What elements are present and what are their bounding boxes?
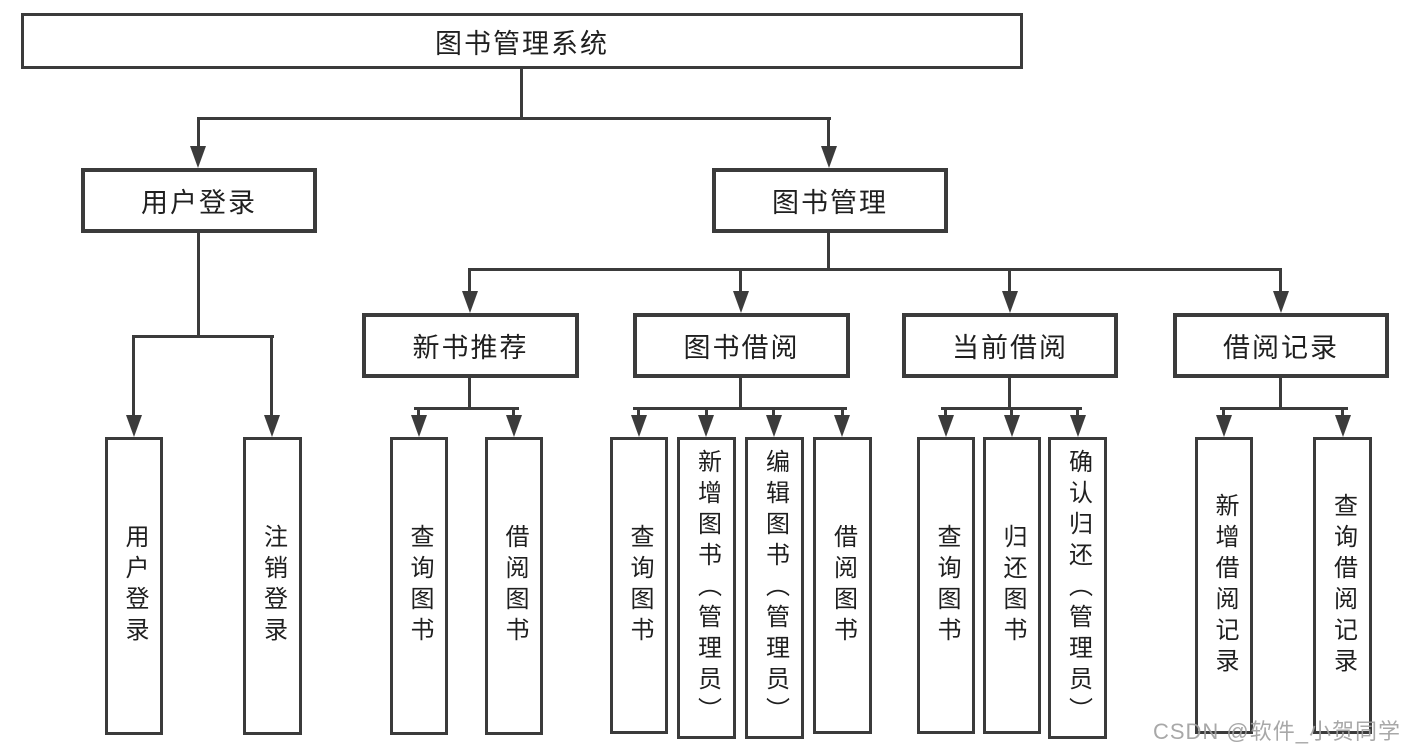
connector-line (132, 335, 135, 417)
connector-line (1220, 407, 1348, 410)
arrow-down-icon (698, 415, 714, 437)
leaf-label: 新增借阅记录 (1211, 492, 1238, 679)
connector-line (739, 268, 742, 294)
leaf-borrow-books-1: 借阅图书 (485, 437, 543, 735)
leaf-query-books-2: 查询图书 (610, 437, 668, 734)
connector-line (1341, 407, 1344, 418)
leaf-label: 查询图书 (406, 524, 433, 648)
leaf-label: 新增图书（管理员） (693, 448, 721, 728)
connector-line (417, 407, 420, 418)
leaf-user-login: 用户登录 (105, 437, 163, 735)
leaf-label: 借阅图书 (829, 523, 857, 648)
arrow-down-icon (462, 291, 478, 313)
leaf-label: 确认归还（管理员） (1064, 448, 1092, 728)
connector-line (468, 268, 1282, 271)
leaf-label: 查询图书 (933, 523, 960, 648)
connector-line (1279, 378, 1282, 409)
arrow-down-icon (834, 415, 850, 437)
leaf-label: 用户登录 (121, 524, 148, 648)
leaf-label: 借阅图书 (501, 524, 528, 648)
leaf-label: 注销登录 (259, 524, 287, 648)
leaf-query-borrow-record: 查询借阅记录 (1313, 437, 1372, 734)
node-book-borrowing: 图书借阅 (633, 313, 850, 378)
arrow-down-icon (938, 415, 954, 437)
arrow-down-icon (1002, 291, 1018, 313)
arrow-down-icon (1273, 291, 1289, 313)
connector-line (197, 117, 831, 120)
connector-line (772, 407, 775, 418)
node-current-borrowing: 当前借阅 (902, 313, 1118, 378)
connector-line (944, 407, 947, 418)
connector-line (1076, 407, 1079, 418)
arrow-down-icon (126, 415, 142, 437)
leaf-confirm-return-admin: 确认归还（管理员） (1048, 437, 1107, 739)
connector-line (468, 268, 471, 294)
arrow-down-icon (190, 146, 206, 168)
arrow-down-icon (1335, 415, 1351, 437)
leaf-edit-books-admin: 编辑图书（管理员） (745, 437, 804, 739)
arrow-down-icon (766, 415, 782, 437)
connector-line (468, 378, 471, 409)
connector-line (827, 117, 830, 149)
connector-line (270, 335, 273, 417)
node-user-login-group: 用户登录 (81, 168, 317, 233)
connector-line (827, 233, 830, 270)
node-new-book-recommend: 新书推荐 (362, 313, 579, 378)
leaf-borrow-books-2: 借阅图书 (813, 437, 872, 734)
leaf-add-books-admin: 新增图书（管理员） (677, 437, 736, 739)
node-borrowing-records: 借阅记录 (1173, 313, 1389, 378)
leaf-label: 编辑图书（管理员） (761, 448, 789, 728)
connector-line (414, 407, 519, 410)
leaf-add-borrow-record: 新增借阅记录 (1195, 437, 1253, 734)
node-label: 图书借阅 (683, 333, 800, 363)
leaf-logout: 注销登录 (243, 437, 302, 735)
connector-line (633, 407, 847, 410)
arrow-down-icon (411, 415, 427, 437)
csdn-watermark: CSDN @软件_小贺同学 (1152, 719, 1401, 744)
connector-line (841, 407, 844, 418)
node-label: 借阅记录 (1223, 333, 1339, 363)
connector-line (739, 378, 742, 409)
connector-line (1008, 268, 1011, 294)
node-label: 用户登录 (141, 188, 257, 218)
connector-line (1010, 407, 1013, 418)
connector-line (1279, 268, 1282, 294)
connector-line (520, 69, 523, 119)
leaf-query-books-1: 查询图书 (390, 437, 448, 735)
node-root: 图书管理系统 (21, 13, 1023, 69)
arrow-down-icon (733, 291, 749, 313)
arrow-down-icon (821, 146, 837, 168)
arrow-down-icon (506, 415, 522, 437)
connector-line (1222, 407, 1225, 418)
connector-line (512, 407, 515, 418)
connector-line (637, 407, 640, 418)
leaf-return-books: 归还图书 (983, 437, 1041, 734)
arrow-down-icon (1216, 415, 1232, 437)
node-root-label: 图书管理系统 (435, 28, 609, 59)
leaf-label: 查询借阅记录 (1329, 492, 1357, 679)
arrow-down-icon (631, 415, 647, 437)
connector-line (197, 233, 200, 337)
connector-line (132, 335, 274, 338)
leaf-label: 查询图书 (626, 523, 653, 648)
arrow-down-icon (264, 415, 280, 437)
node-label: 当前借阅 (952, 333, 1068, 363)
leaf-query-books-3: 查询图书 (917, 437, 975, 734)
connector-line (197, 117, 200, 149)
arrow-down-icon (1070, 415, 1086, 437)
arrow-down-icon (1004, 415, 1020, 437)
connector-line (705, 407, 708, 418)
leaf-label: 归还图书 (999, 523, 1026, 648)
node-label: 图书管理 (772, 188, 888, 218)
node-book-management-group: 图书管理 (712, 168, 948, 233)
connector-line (1008, 378, 1011, 409)
node-label: 新书推荐 (412, 333, 529, 363)
